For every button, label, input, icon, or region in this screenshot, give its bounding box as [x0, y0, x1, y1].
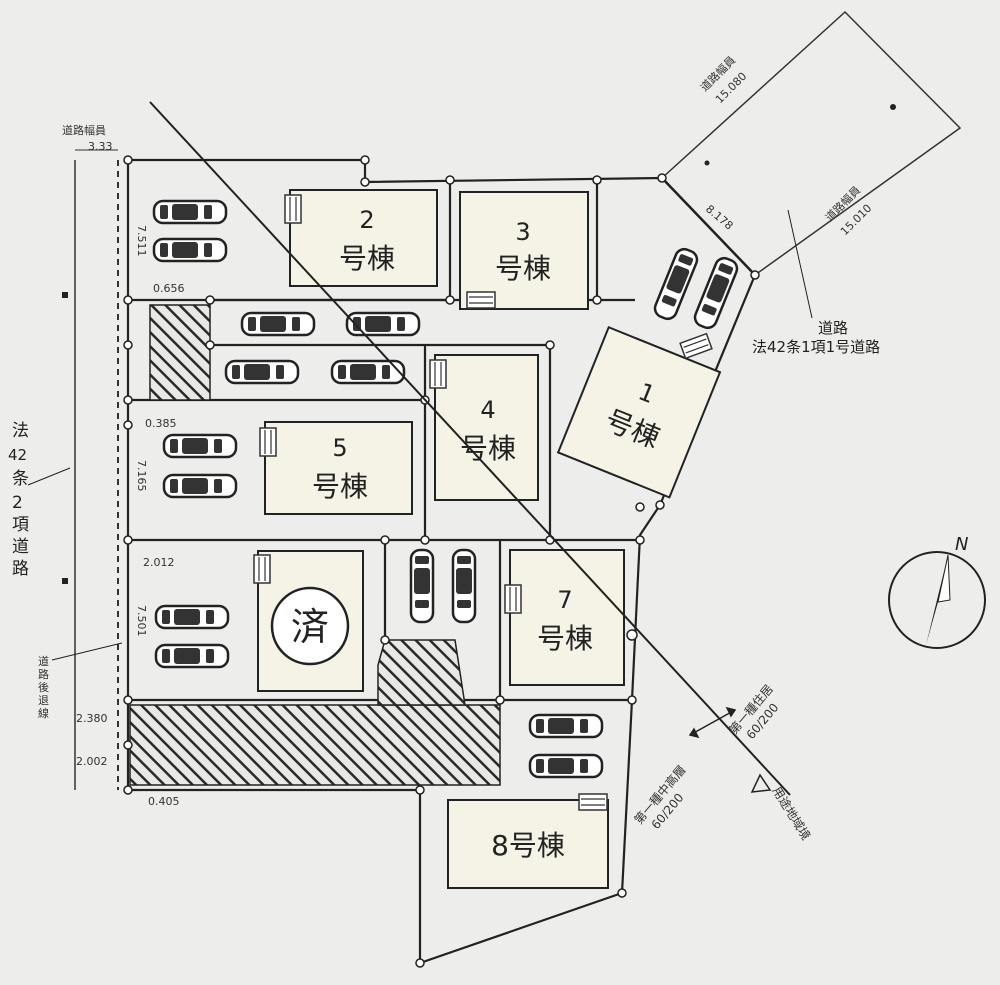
zoning-boundary-note: 用途地域境	[769, 784, 814, 843]
lot-number: 3	[515, 218, 530, 246]
road-marker	[62, 292, 68, 298]
dim-2012: 2.012	[143, 556, 175, 569]
svg-text:路: 路	[12, 559, 29, 579]
zoning-labels: 第一種住居 60/200 第一種中高層 60/200 用途地域境	[631, 682, 814, 843]
building-1: 1 号棟	[556, 325, 722, 499]
road-width-label: 道路幅員	[62, 123, 106, 137]
svg-text:2: 2	[12, 493, 23, 513]
dim-7165: 7.165	[135, 460, 148, 492]
lot-suffix: 号棟	[537, 622, 593, 655]
svg-text:道: 道	[12, 537, 29, 557]
svg-text:条: 条	[12, 469, 29, 489]
dim-7501: 7.501	[135, 605, 148, 637]
lot-number: 4	[480, 396, 495, 424]
road-designation-title: 道路	[818, 319, 848, 337]
setback-area	[149, 304, 211, 401]
svg-text:項: 項	[12, 515, 29, 535]
leader-line	[787, 209, 813, 319]
lot-suffix: 号棟	[495, 252, 551, 285]
svg-text:8.178: 8.178	[703, 202, 735, 232]
dim-0656: 0.656	[153, 282, 185, 295]
lot-label: 8号棟	[491, 829, 565, 862]
dim-2002: 2.002	[76, 755, 108, 768]
west-road	[74, 149, 119, 790]
lot-suffix: 号棟	[339, 242, 395, 275]
svg-text:道: 道	[38, 654, 49, 668]
zoning-boundary-line	[149, 101, 791, 796]
leader-line	[27, 467, 71, 486]
road-marker	[62, 578, 68, 584]
lot-suffix: 号棟	[460, 432, 516, 465]
svg-text:後: 後	[38, 680, 49, 694]
site-boundary	[126, 158, 757, 965]
svg-text:42: 42	[8, 446, 27, 464]
dim-0385: 0.385	[145, 417, 177, 430]
lot-suffix: 号棟	[312, 470, 368, 503]
building-sold: 済	[253, 550, 364, 692]
dim-7511: 7.511	[135, 225, 148, 257]
setback-area	[129, 704, 501, 786]
west-road-designation: 法 42 条 2 項 道 路	[8, 421, 29, 579]
building-8: 8号棟	[447, 793, 609, 889]
road-width-value: 3.33	[88, 140, 113, 153]
dimension-labels: 道路幅員 3.33 7.511 0.656 0.385 7.165 2.012 …	[62, 123, 185, 808]
building-7: 7 号棟	[504, 549, 625, 686]
road-marker	[704, 160, 710, 166]
dim-0405: 0.405	[148, 795, 180, 808]
zoning-direction-arrows	[688, 706, 737, 739]
dim-2380: 2.380	[76, 712, 108, 725]
lot-number: 2	[359, 206, 374, 234]
setback-area	[377, 639, 466, 706]
building-3: 3 号棟	[459, 191, 589, 310]
building-2: 2 号棟	[284, 189, 438, 287]
svg-text:線: 線	[38, 706, 49, 720]
svg-text:退: 退	[38, 694, 49, 707]
zoning-arrow-icon	[750, 773, 772, 793]
ne-road	[661, 10, 962, 276]
road-marker	[890, 104, 896, 110]
svg-text:路: 路	[38, 668, 49, 681]
leader-line	[51, 642, 123, 661]
lot-number: 5	[332, 434, 347, 462]
building-5: 5 号棟	[259, 421, 413, 515]
setback-note: 道 路 後 退 線	[38, 654, 49, 720]
boundary-posts	[123, 155, 760, 968]
sold-label: 済	[291, 605, 329, 649]
road-designation: 法42条1項1号道路	[752, 338, 880, 356]
building-4: 4 号棟	[429, 354, 539, 501]
lot-number: 7	[557, 586, 572, 614]
svg-text:法: 法	[12, 421, 29, 441]
compass-north-label: N	[955, 534, 968, 555]
compass-icon: N	[888, 534, 986, 649]
